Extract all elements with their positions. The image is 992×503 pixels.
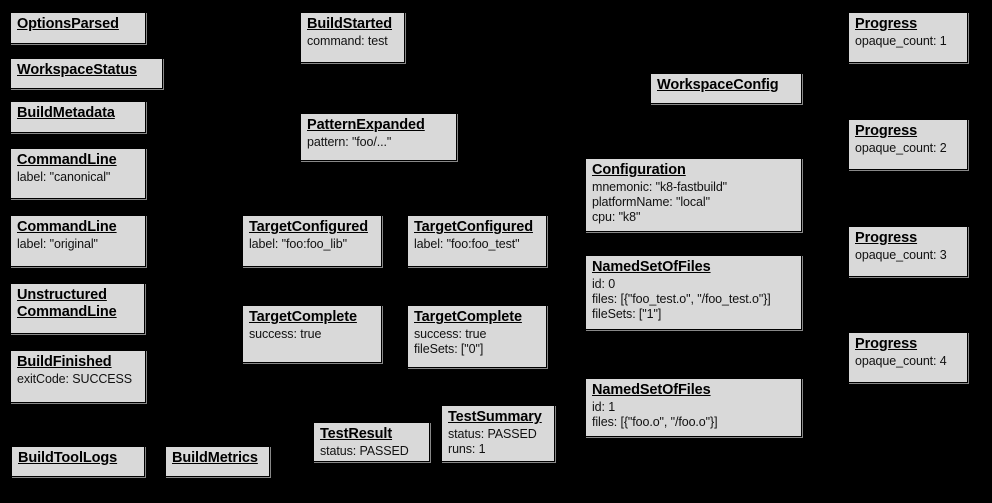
node-fields: pattern: "foo/..." <box>307 135 451 150</box>
node-title: TargetConfigured <box>249 219 368 235</box>
node-field: label: "original" <box>17 237 98 251</box>
node-build-metadata[interactable]: BuildMetadata <box>10 101 146 133</box>
node-field: opaque_count: 4 <box>855 354 947 368</box>
node-title: CommandLine <box>17 219 117 235</box>
node-title: BuildStarted <box>307 16 393 32</box>
node-field: success: true <box>414 327 487 341</box>
node-target-configured-foo-lib[interactable]: TargetConfigured label: "foo:foo_lib" <box>242 215 382 267</box>
node-title: Progress <box>855 336 918 352</box>
node-command-line-original[interactable]: CommandLine label: "original" <box>10 215 146 267</box>
node-fields: opaque_count: 3 <box>855 248 962 263</box>
node-field: id: 0 <box>592 277 616 291</box>
node-field: cpu: "k8" <box>592 210 641 224</box>
node-title: Progress <box>855 230 918 246</box>
node-field: runs: 1 <box>448 442 486 456</box>
node-title: OptionsParsed <box>17 16 119 32</box>
node-options-parsed[interactable]: OptionsParsed <box>10 12 146 44</box>
node-field: pattern: "foo/..." <box>307 135 392 149</box>
node-field: opaque_count: 3 <box>855 248 947 262</box>
node-fields: label: "original" <box>17 237 140 252</box>
node-title: BuildFinished <box>17 354 112 370</box>
node-command-line-canonical[interactable]: CommandLine label: "canonical" <box>10 148 146 199</box>
node-title: WorkspaceConfig <box>657 77 779 93</box>
node-fields: opaque_count: 4 <box>855 354 962 369</box>
node-progress-2[interactable]: Progress opaque_count: 2 <box>848 119 968 170</box>
node-title: TargetComplete <box>414 309 522 325</box>
node-field: status: PASSED <box>320 444 409 458</box>
node-field: opaque_count: 2 <box>855 141 947 155</box>
node-field: files: [{"foo_test.o", "/foo_test.o"}] <box>592 292 771 306</box>
node-title: Configuration <box>592 162 686 178</box>
node-field: opaque_count: 1 <box>855 34 947 48</box>
node-title: PatternExpanded <box>307 117 425 133</box>
node-unstructured-command-line[interactable]: Unstructured CommandLine <box>10 283 145 334</box>
node-progress-3[interactable]: Progress opaque_count: 3 <box>848 226 968 277</box>
node-fields: label: "foo:foo_lib" <box>249 237 376 252</box>
node-title: TargetConfigured <box>414 219 533 235</box>
node-title: NamedSetOfFiles <box>592 259 711 275</box>
node-field: success: true <box>249 327 322 341</box>
node-title: TestResult <box>320 426 393 442</box>
node-build-metrics[interactable]: BuildMetrics <box>165 446 270 477</box>
node-field: mnemonic: "k8-fastbuild" <box>592 180 728 194</box>
node-field: label: "canonical" <box>17 170 111 184</box>
node-fields: label: "canonical" <box>17 170 140 185</box>
node-field: status: PASSED <box>448 427 537 441</box>
node-target-complete-foo-lib[interactable]: TargetComplete success: true <box>242 305 382 363</box>
node-title: TargetComplete <box>249 309 357 325</box>
node-title: BuildMetrics <box>172 450 258 466</box>
node-field: fileSets: ["1"] <box>592 307 662 321</box>
node-fields: opaque_count: 2 <box>855 141 962 156</box>
node-build-started[interactable]: BuildStarted command: test <box>300 12 405 63</box>
node-fields: label: "foo:foo_test" <box>414 237 541 252</box>
node-title: BuildMetadata <box>17 105 115 121</box>
node-build-finished[interactable]: BuildFinished exitCode: SUCCESS <box>10 350 146 403</box>
node-title: TestSummary <box>448 409 542 425</box>
node-title: Progress <box>855 16 918 32</box>
node-progress-1[interactable]: Progress opaque_count: 1 <box>848 12 968 63</box>
node-fields: mnemonic: "k8-fastbuild"platformName: "l… <box>592 180 796 225</box>
node-field: platformName: "local" <box>592 195 710 209</box>
node-title: WorkspaceStatus <box>17 62 137 78</box>
node-configuration[interactable]: Configuration mnemonic: "k8-fastbuild"pla… <box>585 158 802 232</box>
node-field: label: "foo:foo_test" <box>414 237 520 251</box>
node-title: BuildToolLogs <box>18 450 118 466</box>
node-test-result[interactable]: TestResult status: PASSED <box>313 422 430 462</box>
node-field: exitCode: SUCCESS <box>17 372 133 386</box>
node-title: Progress <box>855 123 918 139</box>
node-field: label: "foo:foo_lib" <box>249 237 347 251</box>
node-workspace-status[interactable]: WorkspaceStatus <box>10 58 163 89</box>
node-progress-4[interactable]: Progress opaque_count: 4 <box>848 332 968 383</box>
node-title: NamedSetOfFiles <box>592 382 711 398</box>
node-fields: opaque_count: 1 <box>855 34 962 49</box>
node-fields: command: test <box>307 34 399 49</box>
node-title: CommandLine <box>17 152 117 168</box>
node-fields: success: true <box>249 327 376 342</box>
node-build-tool-logs[interactable]: BuildToolLogs <box>11 446 145 477</box>
node-title: Unstructured CommandLine <box>17 287 117 320</box>
node-fields: exitCode: SUCCESS <box>17 372 140 387</box>
node-field: files: [{"foo.o", "/foo.o"}] <box>592 415 718 429</box>
node-field: command: test <box>307 34 388 48</box>
node-target-configured-foo-test[interactable]: TargetConfigured label: "foo:foo_test" <box>407 215 547 267</box>
node-pattern-expanded[interactable]: PatternExpanded pattern: "foo/..." <box>300 113 457 161</box>
node-workspace-config[interactable]: WorkspaceConfig <box>650 73 802 104</box>
node-field: fileSets: ["0"] <box>414 342 484 356</box>
node-field: id: 1 <box>592 400 616 414</box>
node-fields: status: PASSED <box>320 444 424 459</box>
